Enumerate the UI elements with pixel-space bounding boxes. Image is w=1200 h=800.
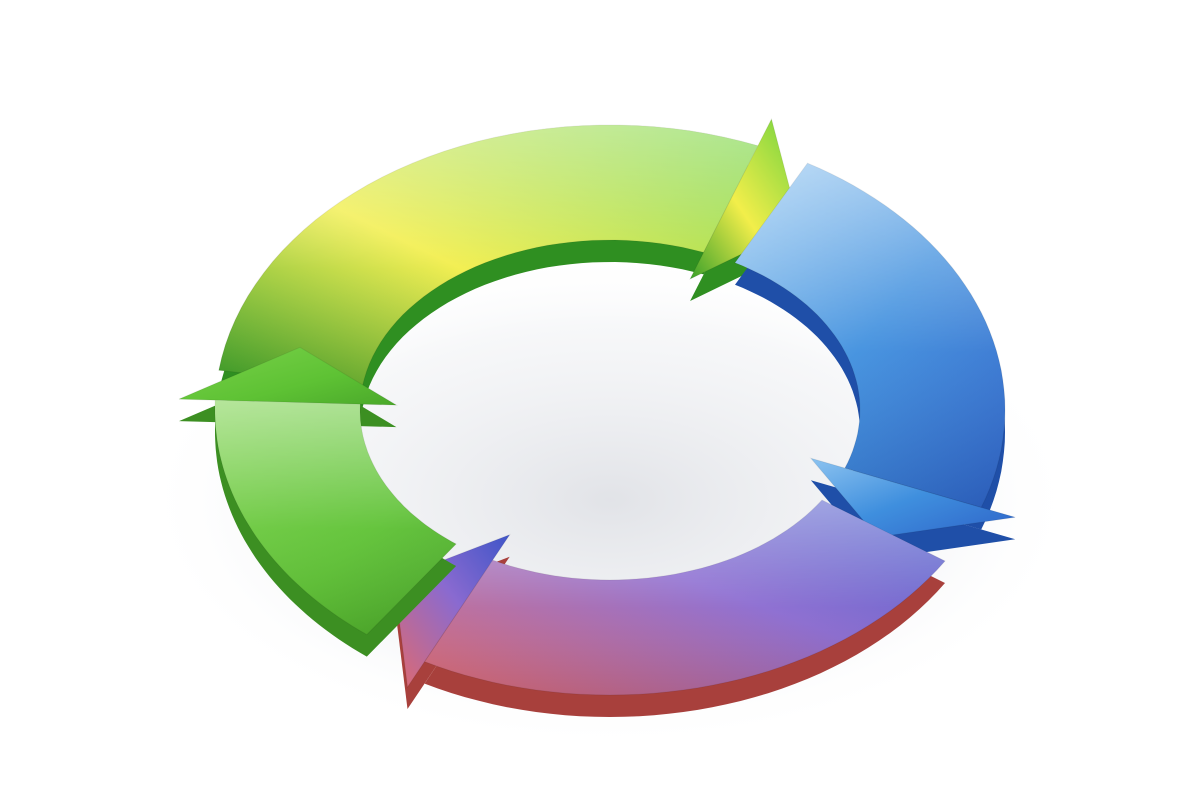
arrow-blue-to-red-gloss	[424, 500, 946, 695]
arrow-green-bottom	[178, 346, 457, 657]
arrows-group	[178, 117, 1016, 717]
arrow-blue-to-red	[393, 499, 946, 717]
arrow-green-bottom-gloss	[215, 400, 457, 635]
arrow-yellow-to-green	[218, 117, 801, 409]
arrow-blue-gloss	[735, 163, 1005, 508]
arrow-green-bottom-head	[178, 346, 399, 406]
arrow-yellow-to-green-gloss	[218, 125, 759, 387]
